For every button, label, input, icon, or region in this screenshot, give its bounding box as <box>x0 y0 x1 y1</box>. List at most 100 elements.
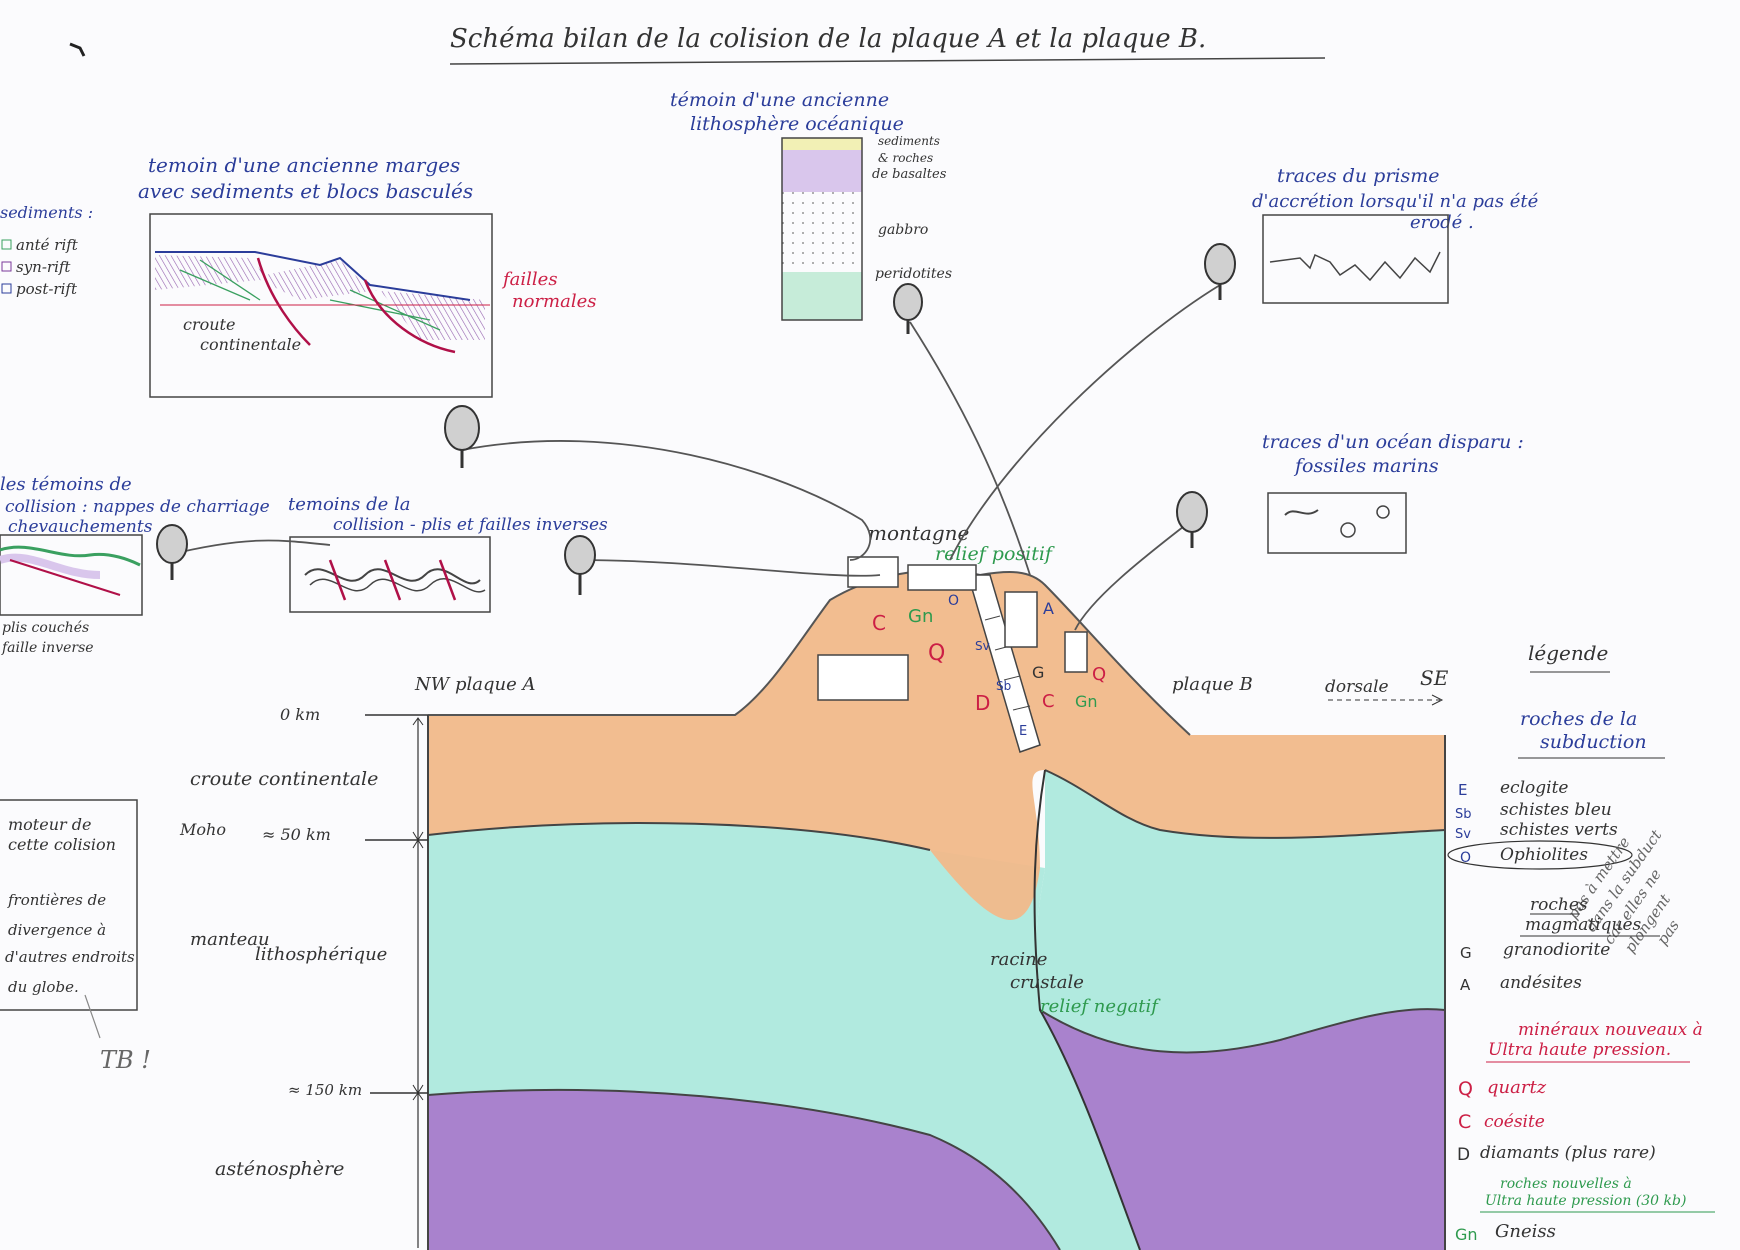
mountain-label: montagne <box>868 521 969 545</box>
collision-left-box: les témoins de collision : nappes de cha… <box>0 474 270 656</box>
corner-mark <box>69 42 86 57</box>
pin-ocean <box>1176 491 1208 548</box>
mantle-layer <box>428 823 1140 1250</box>
leg-label-ophiolites: Ophiolites <box>1500 845 1588 865</box>
leg-label-eclogite: eclogite <box>1500 778 1568 798</box>
ophiolite-title-1: témoin d'une ancienne <box>670 89 889 111</box>
rock-letter-C2: C <box>1042 691 1055 712</box>
asthenosphere-right <box>1040 1009 1445 1250</box>
col-left-title-1: les témoins de <box>0 474 132 495</box>
margin-title-1: temoin d'une ancienne marges <box>148 153 460 177</box>
ophio-layer-5: peridotites <box>875 266 952 282</box>
col-left-label-2: faille inverse <box>1 640 94 656</box>
pin-margin <box>444 405 480 468</box>
ophiolite-circle <box>1447 840 1633 870</box>
sediments-legend: sediments : anté rift syn-rift post-rift <box>0 203 93 298</box>
sediments-title: sediments : <box>0 203 93 222</box>
pins <box>156 243 1236 595</box>
leg-label-greenschist: schistes verts <box>1500 820 1618 840</box>
relief-negative-label: relief negatif <box>1040 996 1161 1017</box>
legend: légende roches de la subduction E eclogi… <box>1447 641 1715 1244</box>
subduction-plane <box>1033 769 1141 1250</box>
ophio-layer-3: de basaltes <box>872 167 947 182</box>
leg-code-C: C <box>1458 1111 1471 1133</box>
rock-letter-Gn1: Gn <box>908 606 933 627</box>
fossil-1 <box>1284 509 1319 516</box>
rock-letter-Q2: Q <box>1092 664 1106 685</box>
plate-b-label: plaque B <box>1172 674 1253 695</box>
lithosphere-base <box>427 1088 1061 1250</box>
depth-150: ≈ 150 km <box>288 1081 362 1099</box>
leg-label-blueschist: schistes bleu <box>1500 800 1612 820</box>
rock-letter-Gn2: Gn <box>1075 692 1098 711</box>
sediment-2: syn-rift <box>16 258 71 276</box>
leg-code-E: E <box>1458 781 1467 799</box>
left-note: moteur de cette colision frontières de d… <box>0 799 151 1074</box>
nw-plate-label: NW plaque A <box>414 674 535 695</box>
ocean-title-2: fossiles marins <box>1293 455 1439 477</box>
continental-crust <box>428 570 1445 920</box>
margin-crust-2: continentale <box>200 335 301 354</box>
se-label: SE <box>1420 666 1449 690</box>
rock-letter-Sv: Sv <box>975 639 990 653</box>
ocean-frame <box>1267 492 1407 554</box>
rock-letter-A: A <box>1043 599 1054 618</box>
depth-0: 0 km <box>280 705 320 724</box>
col-mid-title-1: temoins de la <box>288 494 410 515</box>
moho-line-right <box>1044 769 1446 839</box>
left-note-frame <box>0 799 138 1011</box>
margin-title-2: avec sediments et blocs basculés <box>138 179 473 203</box>
col-mid-title-2: collision - plis et failles inverses <box>333 515 608 535</box>
leg-label-granodiorite: granodiorite <box>1503 940 1610 960</box>
fault-2 <box>363 279 456 354</box>
leg-code-O: O <box>1460 850 1471 866</box>
rock-letter-C1: C <box>872 611 886 635</box>
note-line-4: frontières de <box>7 891 106 909</box>
ophio-layer-4: gabbro <box>878 222 928 238</box>
note-line-2: cette colision <box>8 835 116 854</box>
ophiolite-title-2: lithosphère océanique <box>690 113 904 135</box>
leg-code-Q: Q <box>1458 1078 1473 1100</box>
margin-crust-1: croute <box>183 315 235 334</box>
ophio-layer-2: & roches <box>878 151 933 165</box>
note-line-6: d'autres endroits <box>5 948 135 966</box>
fault-1 <box>256 257 311 346</box>
leg-label-gneiss: Gneiss <box>1495 1221 1556 1242</box>
leg-code-Gn: Gn <box>1455 1225 1478 1244</box>
prism-title-3: erodé . <box>1410 212 1474 233</box>
margin-frame <box>149 213 493 398</box>
root-label: racine <box>990 949 1047 970</box>
note-line-7: du globe. <box>8 978 79 996</box>
rock-letter-O: O <box>948 593 959 609</box>
cross-section: C Gn Q O Sv Sb E D A G C Q Gn montagne r… <box>179 521 1449 1250</box>
box-marker-3 <box>1064 631 1088 673</box>
fossil-2 <box>1340 522 1356 538</box>
sediment-3: post-rift <box>16 280 78 298</box>
lithosphere-base-right <box>1039 1008 1446 1054</box>
leg-label-quartz: quartz <box>1487 1077 1547 1098</box>
leg-code-G: G <box>1460 944 1472 962</box>
leg-label-diamonds: diamants (plus rare) <box>1480 1143 1656 1163</box>
pin-prism <box>1204 243 1236 300</box>
new-rocks-1: roches nouvelles à <box>1500 1176 1632 1192</box>
magmatic-title-2: magmatiques <box>1525 915 1642 935</box>
rock-letter-Q1: Q <box>928 641 945 666</box>
col-mid-frame <box>289 536 491 613</box>
prism-box: traces du prisme d'accrétion lorsqu'il n… <box>1252 165 1539 304</box>
ridge-label: dorsale <box>1325 677 1389 697</box>
leg-code-A: A <box>1460 976 1471 994</box>
leg-label-coesite: coésite <box>1484 1112 1545 1132</box>
rock-letter-Sb: Sb <box>996 679 1011 693</box>
subduction-title-1: roches de la <box>1520 708 1637 730</box>
diagram-title: Schéma bilan de la colision de la plaque… <box>450 24 1206 54</box>
pin-ophiolite <box>893 283 923 334</box>
title-underline <box>449 57 1326 65</box>
note-line-1: moteur de <box>8 815 91 834</box>
layer-crust: croute continentale <box>190 768 378 790</box>
layer-mantle-2: lithosphérique <box>255 944 387 965</box>
asthenosphere-layer <box>428 1089 1060 1250</box>
col-left-frame <box>0 534 143 616</box>
box-marker-1 <box>817 654 909 701</box>
box-marker-2 <box>1004 591 1038 648</box>
ocean-title-1: traces d'un océan disparu : <box>1262 431 1524 453</box>
